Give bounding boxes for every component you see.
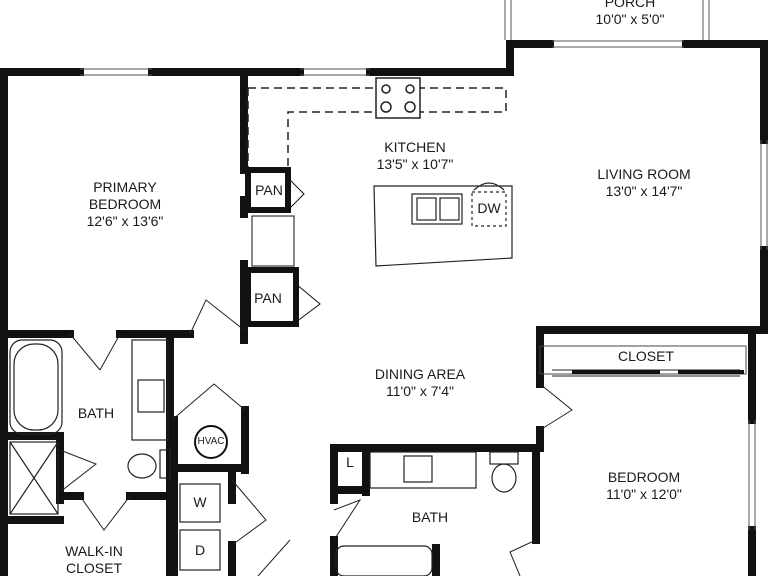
walk-in-closet-name1: WALK-IN <box>65 543 123 559</box>
walk-in-closet-label: WALK-IN CLOSET <box>44 543 144 577</box>
bedroom-label: BEDROOM 11'0" x 12'0" <box>574 469 714 503</box>
living-room-name: LIVING ROOM <box>597 166 691 182</box>
kitchen-label: KITCHEN 13'5" x 10'7" <box>350 139 480 173</box>
dryer-label: D <box>194 542 206 558</box>
windows <box>80 0 768 530</box>
primary-bedroom-name2: BEDROOM <box>88 196 162 212</box>
doors <box>59 299 747 576</box>
living-room-dims: 13'0" x 14'7" <box>605 183 683 199</box>
bath-fixtures <box>9 339 519 576</box>
primary-bedroom-name1: PRIMARY <box>93 179 157 195</box>
hvac-label: HVAC <box>197 436 225 447</box>
closet-label: CLOSET <box>596 348 696 365</box>
dining-area-name: DINING AREA <box>374 366 466 382</box>
hvac-unit <box>194 425 228 459</box>
closet-name: CLOSET <box>617 348 674 364</box>
kitchen-island <box>373 182 513 267</box>
washer-label: W <box>193 494 207 510</box>
dishwasher-label: DW <box>477 200 501 216</box>
living-room-label: LIVING ROOM 13'0" x 14'7" <box>574 166 714 200</box>
walk-in-closet-name2: CLOSET <box>65 560 122 576</box>
second-bath-name: BATH <box>411 509 449 525</box>
primary-bedroom-label: PRIMARY BEDROOM 12'6" x 13'6" <box>60 179 190 230</box>
kitchen-counter <box>247 77 507 168</box>
bedroom-dims: 11'0" x 12'0" <box>606 486 682 502</box>
dining-area-dims: 11'0" x 7'4" <box>386 383 454 399</box>
kitchen-dims: 13'5" x 10'7" <box>376 156 454 172</box>
kitchen-name: KITCHEN <box>384 139 446 155</box>
laundry <box>179 483 221 571</box>
pantry-lower-label: PAN <box>254 290 282 306</box>
porch-name: PORCH <box>604 0 656 10</box>
primary-bath-label: BATH <box>64 405 128 422</box>
primary-bedroom-dims: 12'6" x 13'6" <box>86 213 164 229</box>
bedroom-name: BEDROOM <box>607 469 681 485</box>
pantries <box>245 167 321 327</box>
dining-area-label: DINING AREA 11'0" x 7'4" <box>350 366 490 400</box>
porch-label: PORCH 10'0" x 5'0" <box>560 0 700 28</box>
linen-closet-label: L <box>346 454 354 470</box>
walls <box>0 40 768 576</box>
primary-bath-name: BATH <box>77 405 115 421</box>
pantry-upper-label: PAN <box>255 182 283 198</box>
second-bath-label: BATH <box>398 509 462 526</box>
porch-dims: 10'0" x 5'0" <box>595 11 665 27</box>
